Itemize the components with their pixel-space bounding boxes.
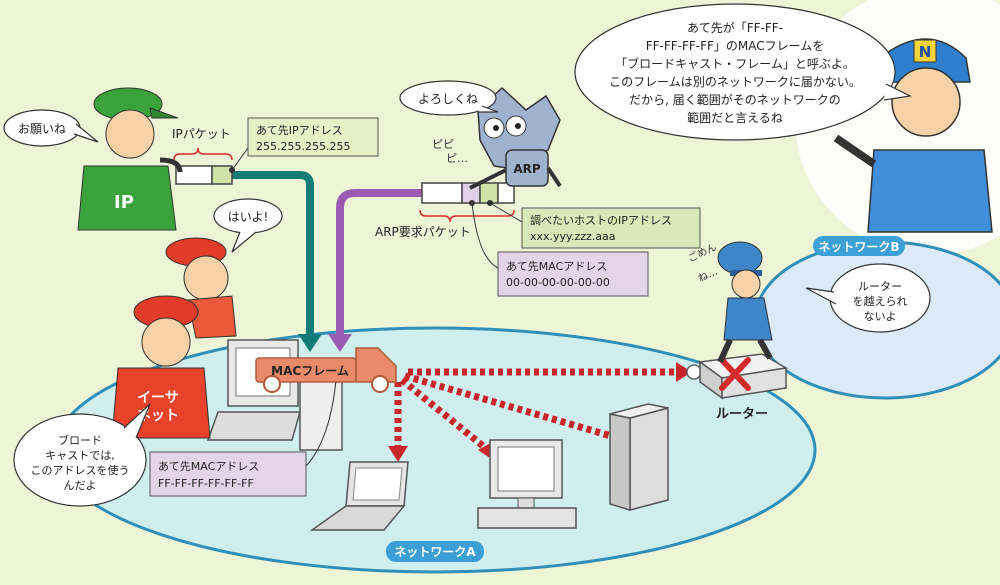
ethernet-broadcast-line-2: キャストでは,: [45, 449, 115, 462]
arp-speech-text: よろしくね: [418, 92, 478, 106]
router-block-x-icon: [719, 357, 751, 391]
broadcast-arrow-desktop: [399, 377, 491, 453]
arp-sound-1: ピピ: [432, 138, 454, 151]
ethernet-broadcast-line-1: ブロード: [58, 433, 102, 447]
narrator-speech-line-2: FF-FF-FF-FF」のMACフレームを: [646, 39, 825, 53]
broadcast-arrows: [394, 368, 680, 453]
arp-dest-mac-value: 00-00-00-00-00-00: [506, 276, 610, 289]
ip-badge: IP: [114, 192, 134, 213]
ip-to-frame-arrowhead: [298, 334, 322, 352]
arp-target-ip-box: 調べたいホストのIPアドレス xxx.yyy.zzz.aaa: [521, 207, 701, 249]
mac-frame-truck-icon: [255, 347, 397, 393]
ethernet-badge-line-1: イーサ: [137, 390, 179, 406]
arp-target-ip-value: xxx.yyy.zzz.aaa: [530, 230, 616, 243]
ethernet-dest-mac-value: FF-FF-FF-FF-FF-FF: [158, 477, 254, 490]
ip-packet-icon: [173, 147, 233, 185]
ethernet-broadcast-speech-bubble: ブロード キャストでは, このアドレスを使う んだよ: [13, 403, 151, 507]
router-character-icon: [717, 241, 773, 364]
ethernet-character-back-icon: [165, 237, 237, 339]
broadcast-arrow-server: [404, 372, 619, 442]
ethernet-broadcast-line-4: んだよ: [64, 479, 97, 492]
arp-dest-mac-title: あて先MACアドレス: [506, 260, 607, 273]
arp-robot-icon: ARP: [469, 86, 562, 190]
network-b-label-text: ネットワークB: [818, 240, 899, 254]
ip-speech-text: お願いね: [18, 122, 66, 136]
router-icon: [698, 353, 789, 400]
laptop-computer-icon: [309, 461, 409, 531]
ip-dest-ip-title: あて先IPアドレス: [256, 124, 343, 137]
ip-dest-ip-value: 255.255.255.255: [256, 140, 350, 153]
arp-request-packet-icon: [419, 182, 515, 223]
network-b-label: ネットワークB: [813, 236, 905, 256]
arp-dest-mac-box: あて先MACアドレス 00-00-00-00-00-00: [497, 251, 649, 297]
router-apology-line-2: ね…: [696, 265, 719, 284]
ip-to-frame-arrow: [232, 171, 314, 338]
desktop-computer-2-icon: [477, 439, 577, 529]
narrator-speech-bubble: あて先が「FF-FF- FF-FF-FF-FF」のMACフレームを 「ブロードキ…: [574, 3, 912, 141]
router-speech-line-1: ルーター: [858, 280, 902, 293]
arp-packet-label: ARP要求パケット: [375, 225, 471, 239]
narrator-character-icon: N: [833, 38, 993, 233]
arp-robot-label: ARP: [513, 162, 541, 176]
arp-sound-2: ピ…: [446, 152, 468, 165]
network-a-label: ネットワークA: [386, 541, 484, 562]
arp-to-frame-arrowhead: [328, 334, 352, 352]
narrator-speech-line-6: 範囲だと言えるね: [687, 110, 783, 125]
ethernet-dest-mac-box: あて先MACアドレス FF-FF-FF-FF-FF-FF: [149, 451, 307, 497]
ethernet-hai-text: はいよ!: [228, 210, 269, 224]
arp-speech-bubble: よろしくね: [399, 80, 499, 116]
ethernet-badge-line-2: ネット: [137, 408, 179, 424]
network-a-label-text: ネットワークA: [394, 545, 476, 559]
narrator-speech-line-4: このフレームは別のネットワークに届かない。: [609, 75, 861, 89]
narrator-cap-letter: N: [919, 43, 932, 61]
router-speech-line-2: を越えられ: [853, 294, 908, 308]
ethernet-dest-mac-title: あて先MACアドレス: [158, 460, 259, 473]
mac-frame-label: MACフレーム: [271, 364, 349, 378]
ip-dest-ip-box: あて先IPアドレス 255.255.255.255: [247, 117, 379, 157]
router-speech-bubble: ルーター を越えられ ないよ: [805, 263, 931, 333]
narrator-speech-line-3: 「ブロードキャスト・フレーム」と呼ぶよ。: [615, 56, 855, 71]
ip-speech-bubble: お願いね: [3, 109, 99, 147]
narrator-speech-line-5: だから, 届く範囲がそのネットワークの: [629, 92, 841, 107]
arp-to-frame-arrow: [336, 189, 422, 338]
ip-packet-label: IPパケット: [172, 127, 231, 141]
narrator-speech-line-1: あて先が「FF-FF-: [687, 20, 783, 35]
router-speech-line-3: ないよ: [864, 310, 897, 323]
ethernet-hai-speech-bubble: はいよ!: [213, 198, 283, 253]
router-label: ルーター: [716, 407, 768, 422]
ip-character-icon: [77, 87, 183, 231]
ethernet-broadcast-line-3: このアドレスを使う: [31, 464, 130, 477]
server-tower-icon: [609, 403, 669, 512]
arp-target-ip-title: 調べたいホストのIPアドレス: [530, 213, 672, 227]
